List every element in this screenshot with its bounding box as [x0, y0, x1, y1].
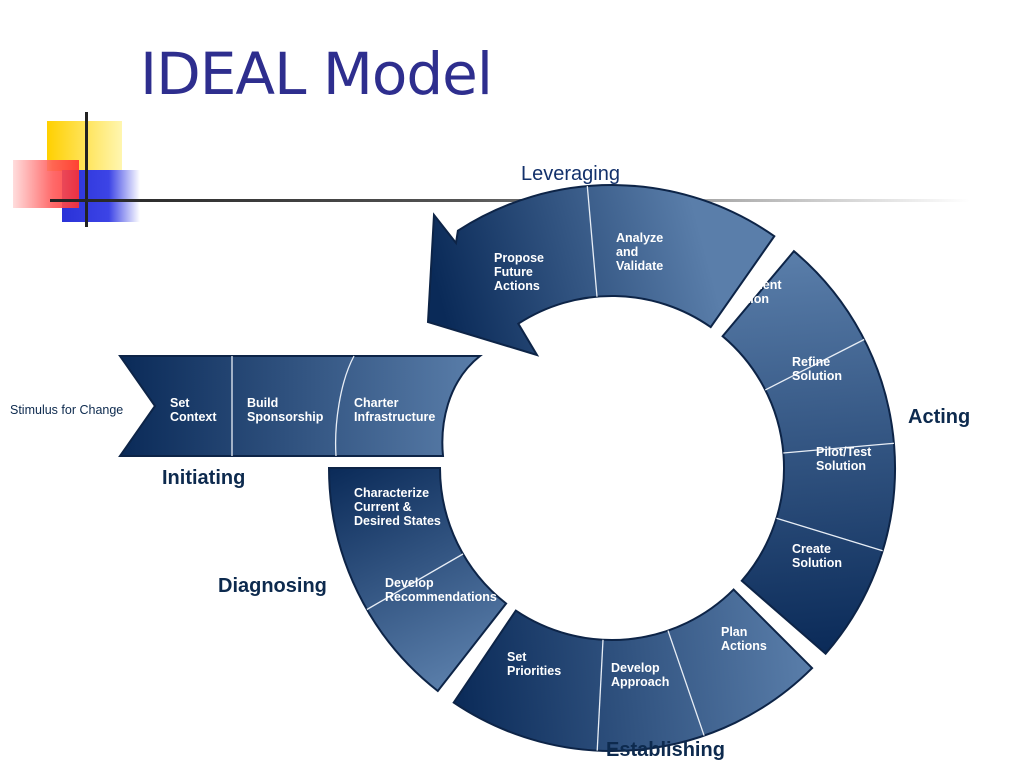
phase-label-establishing: Establishing	[606, 739, 725, 761]
acting-divider	[765, 338, 865, 391]
phase-label-acting: Acting	[908, 406, 970, 428]
establishing-divider	[596, 639, 604, 751]
divider-vertical	[85, 112, 88, 227]
initiating-band-shape	[118, 355, 483, 457]
decorative-logo	[13, 112, 970, 227]
acting-divider	[783, 442, 894, 454]
establishing-divider	[667, 630, 705, 736]
leveraging-divider	[586, 186, 598, 297]
diagnosing-divider	[366, 553, 464, 611]
divider-horizontal	[50, 199, 970, 202]
phase-label-initiating: Initiating	[162, 467, 245, 489]
initiating-divider	[335, 355, 355, 457]
leveraging-arrow-segment	[426, 184, 776, 357]
phase-label-leveraging: Leveraging	[521, 163, 620, 185]
acting-divider	[776, 517, 883, 552]
page-title: IDEAL Model	[140, 40, 493, 108]
phase-label-diagnosing: Diagnosing	[218, 575, 327, 597]
establishing-ring-segment	[452, 588, 814, 752]
stimulus-label: Stimulus for Change	[10, 403, 123, 417]
acting-ring-segment	[721, 249, 897, 656]
